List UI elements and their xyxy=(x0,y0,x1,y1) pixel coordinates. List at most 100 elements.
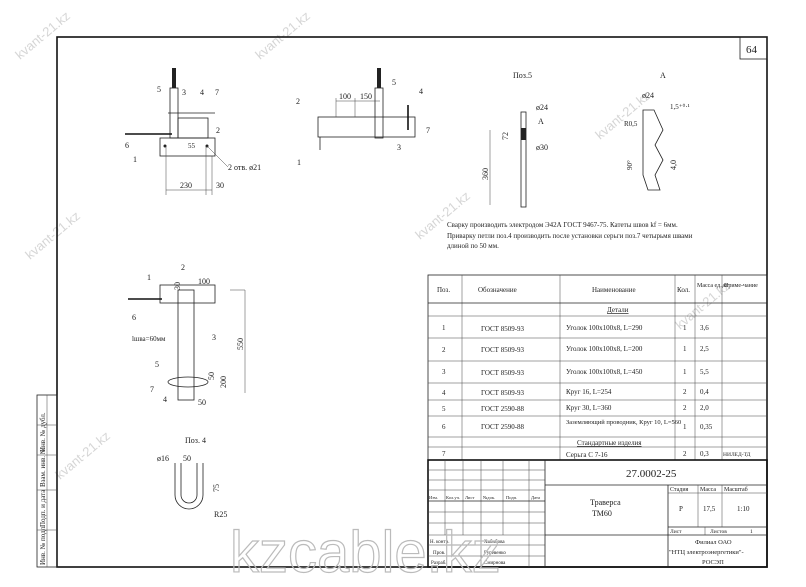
drawing-line xyxy=(374,87,384,139)
drawing-label: №док. xyxy=(483,495,495,500)
drawing-line xyxy=(159,137,216,157)
table-row: 3 ГОСТ 8509-93 Уголок 100х100х8, L=450 1 5,5 xyxy=(442,368,709,377)
drawing-line xyxy=(177,289,195,401)
drawing-label: 4 xyxy=(163,395,167,404)
drawing-label: 75 xyxy=(212,484,221,492)
drawing-label: 30 xyxy=(216,181,224,190)
drawing-label: Приме-чание xyxy=(724,283,758,289)
drawing-label: 55 xyxy=(188,142,196,150)
watermark-repeat: kvant-21.kz kvant-21.kz kvant-21.kz kvan… xyxy=(12,8,733,482)
drawing-label: Приварку петли поз.4 производить после у… xyxy=(447,232,693,240)
drawing-label: 2 xyxy=(181,263,185,272)
drawing-label: А xyxy=(538,117,544,126)
drawing-label: Кол.уч. xyxy=(446,495,460,500)
drawing-label: 1 xyxy=(683,368,687,376)
drawing-label: 1 xyxy=(683,345,687,353)
drawing-label: 1 xyxy=(133,155,137,164)
drawing-label: 2 отв. ø21 xyxy=(228,163,261,172)
drawing-label: 3 xyxy=(442,368,446,376)
drawing-label: kvant-21.kz xyxy=(52,428,113,482)
drawing-label: 0,4 xyxy=(700,388,709,396)
drawing-label: kvant-21.kz xyxy=(252,8,313,62)
drawing-label: Р xyxy=(679,505,683,513)
drawing-label: 150 xyxy=(360,92,372,101)
spec-table: Поз. Обозначение Наименование Кол. Масса… xyxy=(427,274,768,461)
drawing-label: 2,5 xyxy=(700,345,709,353)
drawing-label: 72 xyxy=(501,132,510,140)
drawing-label: 90° xyxy=(626,160,634,170)
drawing-label: ГОСТ 8509-93 xyxy=(481,369,525,377)
drawing-label: 4 xyxy=(442,389,446,397)
drawing-label: Смирнова xyxy=(484,561,506,566)
drawing-line xyxy=(642,109,664,191)
drawing-label: 1 xyxy=(297,158,301,167)
side-stamp: Инв. № подл. Подп. и дата Взам. инв. № И… xyxy=(36,394,58,568)
drawing-label: 2 xyxy=(683,388,687,396)
drawing-label: Уголок 100х100х8, L=450 xyxy=(566,368,643,376)
drawing-label: Поз. xyxy=(437,286,450,294)
drawing-label: Серьга С 7-16 xyxy=(566,451,608,459)
drawing-label: ТМ60 xyxy=(592,509,612,518)
drawing-line xyxy=(159,284,216,304)
drawing-label: Масштаб xyxy=(724,486,748,493)
drawing-label: 3 xyxy=(397,143,401,152)
drawing-label: Обозначение xyxy=(478,286,517,294)
drawing-label: ГОСТ 2590-88 xyxy=(481,405,525,413)
view-side-top: 100 150 2 5 4 7 3 1 xyxy=(296,68,430,167)
watermark: kzcable.kz xyxy=(230,520,501,585)
drawing-label: Подп. xyxy=(506,495,517,500)
view-side-bottom: 550 200 50 30 100 50 1 2 6 3 5 7 4 lшва=… xyxy=(128,263,246,407)
drawing-label: kvant-21.kz xyxy=(12,8,73,62)
drawing-label: 50 xyxy=(207,372,216,380)
drawing-label: ГОСТ 2590-88 xyxy=(481,423,525,431)
drawing-label: Лист xyxy=(670,529,682,535)
drawing-label: РОСЭП xyxy=(702,559,724,566)
drawing-label: 1 xyxy=(750,529,753,535)
drawing-label: 1 xyxy=(683,423,687,431)
drawing-label: 2 xyxy=(683,404,687,412)
drawing-label: "НТЦ электроэнергетики"- xyxy=(669,549,744,556)
drawing-label: 27.0002-25 xyxy=(626,468,677,480)
drawing-label: 2 xyxy=(683,450,687,458)
drawing-label: Подп. и дата xyxy=(39,489,47,527)
drawing-label: 1 xyxy=(147,273,151,282)
drawing-label: 17,5 xyxy=(703,505,716,513)
drawing-label: Изм. xyxy=(429,495,438,500)
view-front-top: 230 30 55 5 3 4 7 2 6 1 2 отв. ø21 xyxy=(125,68,261,195)
drawing-label: Масса xyxy=(700,487,716,493)
drawing-label: ø24 xyxy=(642,91,654,100)
drawing-label: 5,5 xyxy=(700,368,709,376)
drawing-line xyxy=(180,463,198,504)
drawing-label: Взам. инв. № xyxy=(39,447,47,487)
drawing-line xyxy=(174,463,204,510)
drawing-label: 100 xyxy=(198,277,210,286)
drawing-line xyxy=(520,111,527,208)
drawing-label: Хабибова xyxy=(484,540,505,545)
drawing-label: А xyxy=(660,71,666,80)
title-block: Изм. Кол.уч. Лист №док. Подп. Дата Н. ко… xyxy=(427,459,768,568)
drawing-label: 360 xyxy=(481,168,490,180)
drawing-label: 0,3 xyxy=(700,450,709,458)
drawing-label: 550 xyxy=(236,338,245,350)
drawing-label: Пров. xyxy=(433,551,445,556)
drawing-line xyxy=(167,376,209,388)
drawing-label: 1 xyxy=(442,324,446,332)
drawing-label: Поз. 4 xyxy=(185,436,206,445)
sheet-frame xyxy=(56,36,768,568)
drawing-label: 30 xyxy=(173,282,182,290)
detail-pos4: Поз. 4 ø16 50 75 R25 xyxy=(157,436,227,519)
drawing-label: 1 xyxy=(683,324,687,332)
drawing-label: Уголок 100х100х8, L=200 xyxy=(566,345,643,353)
drawing-line xyxy=(521,128,526,140)
drawing-label: Наименование xyxy=(592,286,636,294)
drawing-label: 2 xyxy=(296,97,300,106)
drawing-label: ø30 xyxy=(536,143,548,152)
drawing-label: 2,0 xyxy=(700,404,709,412)
drawing-label: Дата xyxy=(531,495,540,500)
drawing-label: 5 xyxy=(392,78,396,87)
drawing-label: Поз.5 xyxy=(513,71,532,80)
drawing-label: ø16 xyxy=(157,454,169,463)
